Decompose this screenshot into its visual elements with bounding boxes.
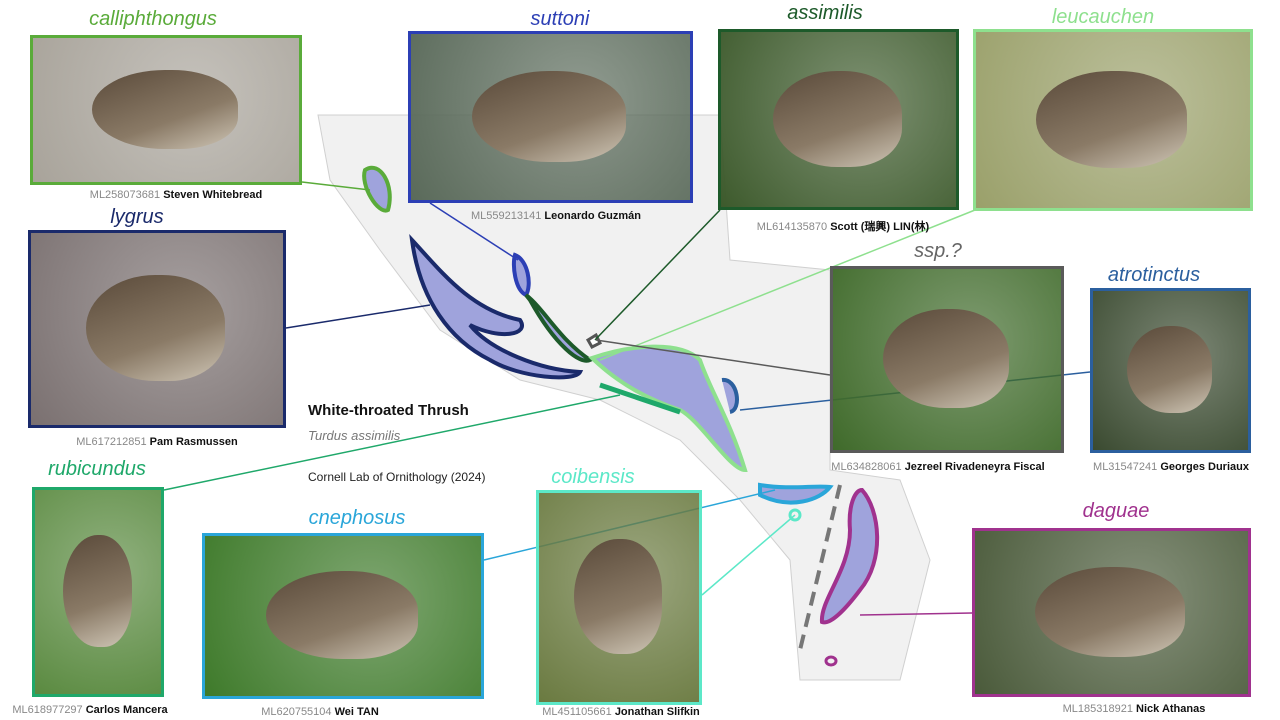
bird-image (883, 308, 1009, 409)
photographer: Jezreel Rivadeneyra Fiscal (904, 461, 1045, 473)
photographer: Georges Duriaux (1160, 461, 1249, 473)
photo-credit-rubicundus: ML618977297 Carlos Mancera (12, 704, 167, 716)
subspecies-name-ssp: ssp.? (914, 240, 962, 262)
subspecies-name-suttoni: suttoni (530, 8, 590, 30)
photo-credit-atrotinctus: ML31547241 Georges Duriaux (1093, 461, 1249, 473)
connector-lines (163, 181, 1091, 616)
range-coibensis (788, 508, 802, 522)
photo-daguae (972, 528, 1251, 697)
photographer: Steven Whitebread (163, 189, 263, 201)
bird-image (62, 534, 133, 648)
catalog-id: ML559213141 (471, 210, 542, 222)
subspecies-name-coibensis: coibensis (551, 466, 635, 488)
catalog-id: ML618977297 (12, 704, 83, 716)
range-leucauchen (588, 344, 748, 473)
photo-credit-cnephosus: ML620755104 Wei TAN (261, 706, 379, 718)
bird-image (265, 571, 418, 660)
bird-image (91, 69, 238, 149)
photo-credit-assimilis: ML614135870 Scott (瑞興) LIN(林) (757, 218, 929, 234)
subspecies-name-leucauchen: leucauchen (1051, 6, 1155, 28)
range-assimilis (524, 293, 594, 363)
catalog-id: ML617212851 (76, 436, 147, 448)
photo-credit-callipthongus: ML258073681 Steven Whitebread (90, 189, 262, 201)
subspecies-name-atrotinctus: atrotinctus (1107, 264, 1201, 286)
photo-suttoni (408, 31, 693, 203)
catalog-id: ML31547241 (1093, 461, 1158, 473)
subspecies-name-rubicundus: rubicundus (48, 458, 146, 480)
catalog-id: ML258073681 (89, 189, 161, 201)
photographer: Leonardo Guzmán (544, 210, 641, 222)
catalog-id: ML185318921 (1062, 703, 1133, 715)
map-credit: Cornell Lab of Ornithology (2024) (308, 470, 486, 484)
photographer: Scott (瑞興) LIN(林) (830, 221, 930, 233)
photo-cnephosus (202, 533, 484, 699)
bird-image (86, 275, 226, 381)
catalog-id: ML614135870 (756, 221, 828, 233)
photo-ssp (830, 266, 1064, 453)
range-daguae (819, 487, 880, 625)
catalog-id: ML451105661 (542, 706, 612, 718)
range-rubicundus (599, 382, 681, 415)
map-species: Turdus assimilis (308, 428, 401, 443)
photo-atrotinctus (1090, 288, 1251, 453)
map-title: White-throated Thrush (308, 402, 469, 419)
subspecies-name-daguae: daguae (1082, 500, 1150, 522)
catalog-id: ML620755104 (261, 706, 332, 718)
photographer: Carlos Mancera (85, 704, 168, 716)
subspecies-name-callipthongus: calliphthongus (89, 8, 217, 30)
range-atrotinctus (721, 378, 739, 414)
photo-credit-daguae: ML185318921 Nick Athanas (1063, 703, 1206, 715)
photo-callipthongus (30, 35, 302, 185)
photo-rubicundus (32, 487, 164, 697)
photo-credit-suttoni: ML559213141 Leonardo Guzmán (471, 210, 641, 222)
range-lygrus (409, 234, 584, 380)
photo-assimilis (718, 29, 959, 210)
bird-image (1035, 566, 1186, 657)
bird-image (574, 538, 663, 654)
land-mass (317, 114, 931, 681)
bird-image (772, 70, 902, 167)
photographer: Nick Athanas (1136, 703, 1206, 715)
subspecies-name-cnephosus: cnephosus (308, 507, 406, 529)
photographer: Jonathan Slifkin (614, 706, 700, 718)
photo-credit-lygrus: ML617212851 Pam Rasmussen (76, 436, 237, 448)
photographer: Wei TAN (334, 706, 379, 718)
photo-coibensis (536, 490, 702, 705)
subspecies-name-lygrus: lygrus (110, 206, 164, 228)
subspecies-name-assimilis: assimilis (787, 2, 863, 24)
photographer: Pam Rasmussen (149, 436, 238, 448)
bird-image (1127, 325, 1213, 414)
photo-lygrus (28, 230, 286, 428)
bird-image (1036, 70, 1187, 168)
bird-image (472, 70, 626, 162)
range-calliphthongus (362, 165, 392, 213)
photo-leucauchen (973, 29, 1253, 211)
range-cnephosus (758, 482, 834, 505)
photo-credit-coibensis: ML451105661 Jonathan Slifkin (542, 706, 700, 718)
photo-credit-ssp: ML634828061 Jezreel Rivadeneyra Fiscal (831, 461, 1044, 473)
catalog-id: ML634828061 (831, 461, 902, 473)
